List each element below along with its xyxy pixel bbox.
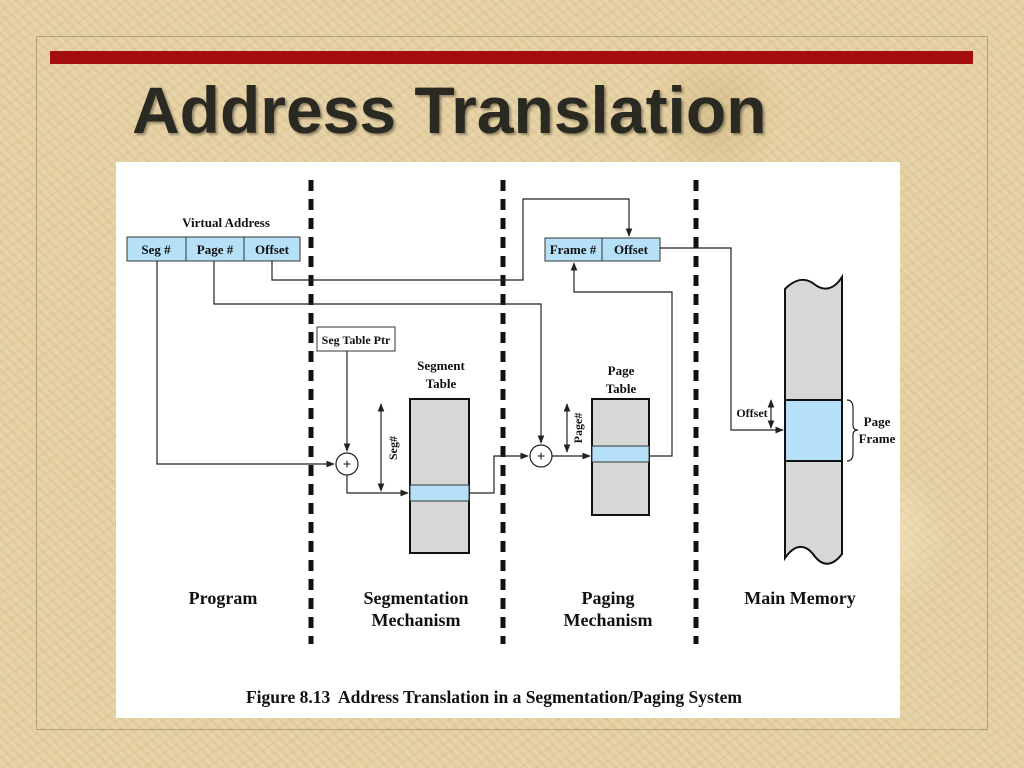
page-frame-brace [846, 399, 859, 462]
figure-panel: Virtual Address Seg # Page # Offset Fram… [116, 162, 900, 718]
page-adder-symbol: + [537, 449, 546, 465]
virtual-seg-field-label: Seg # [141, 242, 171, 257]
segment-adder-symbol: + [343, 457, 352, 473]
segment-table-label-line1: Segment [417, 358, 465, 373]
region-label-paging-line1: Paging [581, 588, 634, 608]
region-label-memory: Main Memory [744, 588, 855, 608]
virtual-offset-field-label: Offset [255, 242, 290, 257]
physical-address-to-memory-path [660, 247, 784, 434]
segment-table-entry [409, 484, 470, 502]
page-table-entry [591, 445, 650, 463]
physical-frame-field-label: Frame # [550, 242, 597, 257]
physical-offset-field-label: Offset [614, 242, 649, 257]
virtual-offset-field [243, 236, 301, 262]
page-number-path [213, 261, 545, 444]
segment-table-label-line2: Table [426, 376, 457, 391]
region-label-segmentation-line1: Segmentation [364, 588, 469, 608]
seg-index-label: Seg# [386, 436, 400, 460]
page-frame-label-line1: Page [864, 414, 891, 429]
title-accent-bar [50, 51, 973, 64]
physical-offset-field [601, 237, 661, 262]
slide-frame [36, 36, 988, 730]
page-entry-to-frame-path [570, 262, 673, 457]
virtual-page-field [185, 236, 245, 262]
page-frame-label-line2: Frame [859, 431, 896, 446]
page-table-label-line2: Table [606, 381, 637, 396]
figure-caption: Figure 8.13 Address Translation in a Seg… [246, 687, 742, 707]
segment-adder-to-table-path [346, 475, 409, 497]
page-frame-block [784, 399, 843, 462]
memory-offset-label: Offset [736, 406, 767, 420]
region-label-paging-line2: Mechanism [564, 610, 653, 630]
virtual-address-label: Virtual Address [182, 215, 270, 230]
region-label-segmentation-line2: Mechanism [372, 610, 461, 630]
segment-entry-to-page-adder-path [469, 452, 529, 494]
address-translation-diagram: Virtual Address Seg # Page # Offset Fram… [126, 180, 896, 707]
page-table-label-line1: Page [608, 363, 635, 378]
slide-title: Address Translation [132, 73, 767, 147]
offset-pass-through-path [271, 198, 633, 281]
region-label-program: Program [189, 588, 258, 608]
virtual-seg-field [126, 236, 187, 262]
seg-table-ptr-label: Seg Table Ptr [322, 333, 391, 347]
seg-number-path [156, 261, 335, 468]
segment-table [409, 398, 470, 554]
seg-table-ptr-box [316, 326, 396, 352]
page-index-label: Page# [571, 413, 585, 444]
virtual-page-field-label: Page # [197, 242, 234, 257]
